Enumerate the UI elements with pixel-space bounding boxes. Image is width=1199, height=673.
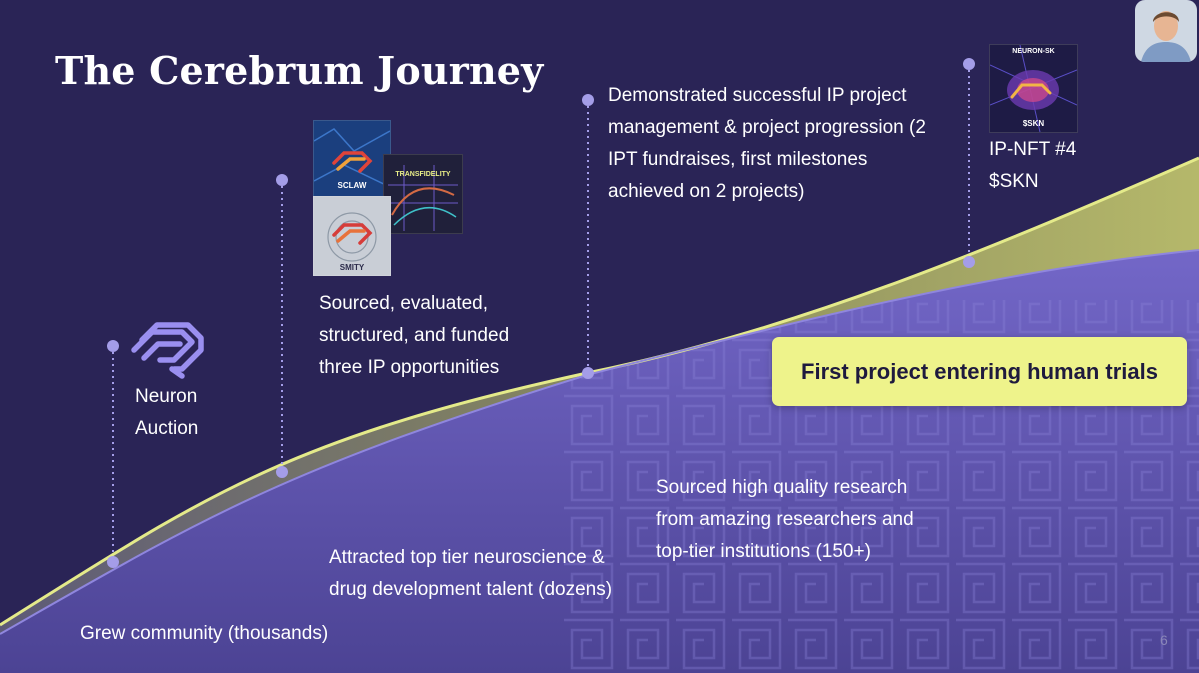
callout-text: First project entering human trials bbox=[801, 358, 1158, 384]
page-number: 6 bbox=[1160, 632, 1168, 648]
milestone-dots bbox=[107, 58, 975, 568]
sclaw-label: SCLAW bbox=[337, 181, 367, 190]
smity-label: SMITY bbox=[339, 263, 365, 272]
neuron-logo-icon bbox=[131, 322, 204, 379]
sclaw-thumbnail: SCLAW bbox=[313, 120, 391, 198]
transfidelity-thumbnail: TRANSFIDELITY bbox=[383, 154, 463, 234]
page-title: The Cerebrum Journey bbox=[55, 48, 544, 93]
human-trials-callout: First project entering human trials bbox=[772, 337, 1187, 406]
neuron-sk-thumbnail: NEURON-SK $SKN bbox=[989, 44, 1078, 133]
milestone-ipnft: IP-NFT #4 $SKN bbox=[989, 139, 1077, 192]
milestone-demonstrated: Demonstrated successful IP project manag… bbox=[608, 85, 926, 202]
note-community: Grew community (thousands) bbox=[80, 623, 329, 644]
skn-label: $SKN bbox=[1022, 119, 1045, 128]
note-research: Sourced high quality research from amazi… bbox=[656, 477, 914, 562]
note-talent: Attracted top tier neuroscience & drug d… bbox=[329, 547, 613, 600]
milestone-connectors bbox=[112, 64, 970, 562]
presenter-avatar bbox=[1135, 0, 1197, 62]
milestone-neuron-auction: Neuron Auction bbox=[135, 386, 199, 439]
neuron-sk-label: NEURON-SK bbox=[1012, 48, 1055, 55]
smity-thumbnail: SMITY bbox=[313, 196, 391, 276]
transfidelity-label: TRANSFIDELITY bbox=[395, 171, 451, 178]
milestone-sourced-ip: Sourced, evaluated, structured, and fund… bbox=[319, 293, 510, 378]
